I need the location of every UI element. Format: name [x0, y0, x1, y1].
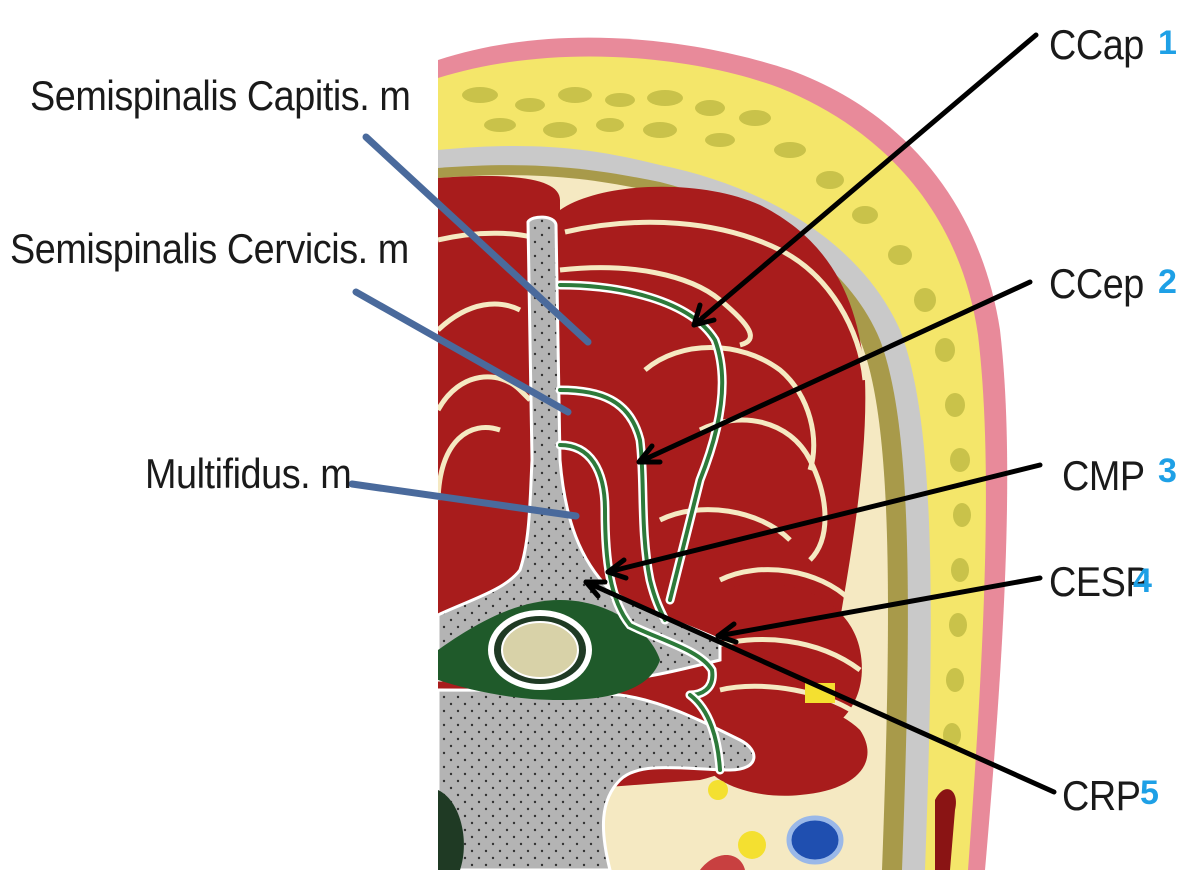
number-4: 4: [1133, 562, 1152, 601]
vessel-yellow-2: [738, 831, 766, 859]
spinal-cord: [502, 622, 578, 678]
number-2: 2: [1158, 263, 1177, 302]
number-1: 1: [1158, 24, 1177, 63]
label-semispinalis-cervicis: Semispinalis Cervicis. m: [10, 225, 409, 273]
label-cmp: CMP: [1062, 452, 1145, 500]
anatomy-illustration: [438, 38, 1007, 870]
label-multifidus: Multifidus. m: [145, 450, 351, 498]
number-5: 5: [1140, 774, 1159, 813]
label-crp: CRP: [1062, 772, 1140, 820]
label-ccap: CCap: [1049, 21, 1144, 69]
vessel-blue: [789, 818, 841, 862]
label-semispinalis-capitis: Semispinalis Capitis. m: [30, 72, 410, 120]
vessel-yellow: [708, 780, 728, 800]
label-ccep: CCep: [1049, 260, 1144, 308]
number-3: 3: [1158, 452, 1177, 491]
